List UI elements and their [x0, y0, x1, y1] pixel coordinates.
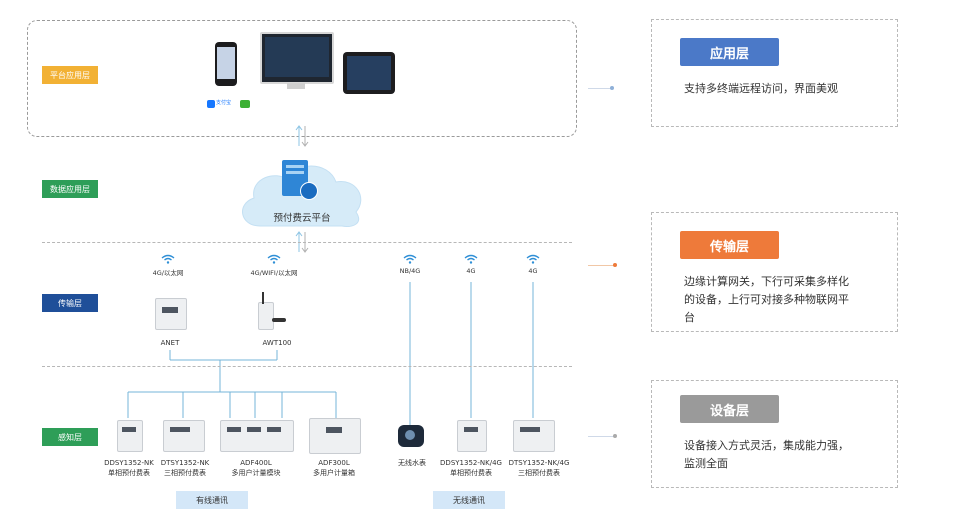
separator-transport-sensing	[42, 366, 572, 367]
three-phase-4g-meter-image	[513, 420, 555, 452]
alipay-icon	[207, 100, 215, 108]
connector-dot	[613, 263, 617, 267]
panel-device: 设备层 设备接入方式灵活，集成能力强， 监测全面	[651, 380, 898, 488]
platform-layer-box	[27, 20, 577, 137]
panel-application-title: 应用层	[680, 38, 779, 66]
anet-gateway-image	[155, 298, 187, 330]
globe-icon	[300, 182, 318, 200]
panel-transport-title: 传输层	[680, 231, 779, 259]
antenna-icon	[262, 292, 264, 304]
separator-data-transport	[42, 242, 572, 243]
connector-line	[588, 265, 614, 266]
wired-comm-label: 有线通讯	[176, 491, 248, 509]
awt-signal-label: 4G/WIFI/以太网	[250, 269, 298, 277]
layer-tag-sensing: 感知层	[42, 428, 98, 446]
panel-transport: 传输层 边缘计算网关，下行可采集多样化 的设备，上行可对接多种物联网平 台	[651, 212, 898, 332]
layer-tag-platform: 平台应用层	[42, 66, 98, 84]
panel-device-title: 设备层	[680, 395, 779, 423]
wifi-icon	[161, 254, 175, 264]
wifi-icon	[464, 254, 478, 264]
three-phase-meter-image	[163, 420, 205, 452]
multi-user-box-image	[309, 418, 361, 454]
connector-dot	[613, 434, 617, 438]
anet-signal-label: 4G/以太网	[152, 269, 184, 277]
monitor-stand	[287, 83, 305, 89]
single-phase-4g-signal-label: 4G	[466, 267, 476, 275]
layer-tag-data: 数据应用层	[42, 180, 98, 198]
panel-transport-desc: 边缘计算网关，下行可采集多样化 的设备，上行可对接多种物联网平 台	[684, 275, 849, 324]
awt100-label: AWT100	[262, 339, 292, 347]
device-label: 无线水表	[398, 459, 426, 467]
antenna-cable	[272, 318, 286, 322]
single-phase-meter-image	[117, 420, 143, 452]
water-meter-image	[398, 425, 424, 447]
wifi-icon	[403, 254, 417, 264]
tablet-image	[343, 52, 395, 94]
anet-label: ANET	[160, 339, 180, 347]
three-phase-4g-signal-label: 4G	[528, 267, 538, 275]
layer-tag-transport: 传输层	[42, 294, 98, 312]
panel-application-desc: 支持多终端远程访问，界面美观	[684, 82, 838, 95]
alipay-label: 支付宝	[216, 100, 232, 106]
panel-device-desc: 设备接入方式灵活，集成能力强， 监测全面	[684, 439, 849, 470]
connector-line	[588, 436, 614, 437]
sync-arrows-top	[295, 125, 309, 147]
panel-application: 应用层 支持多终端远程访问，界面美观	[651, 19, 898, 127]
single-phase-4g-meter-image	[457, 420, 487, 452]
phone-image	[215, 42, 237, 86]
wired-connection-lines	[127, 282, 534, 425]
wireless-comm-label: 无线通讯	[433, 491, 505, 509]
connector-dot	[610, 86, 614, 90]
wechat-pay-icon	[240, 100, 250, 108]
connector-line	[588, 88, 612, 89]
water-meter-signal-label: NB/4G	[399, 267, 421, 275]
wifi-icon	[526, 254, 540, 264]
wifi-icon	[267, 254, 281, 264]
multi-user-module-image	[220, 420, 294, 452]
monitor-image	[260, 32, 334, 84]
awt100-gateway-image	[258, 302, 274, 330]
cloud-platform-label: 预付费云平台	[273, 213, 331, 224]
